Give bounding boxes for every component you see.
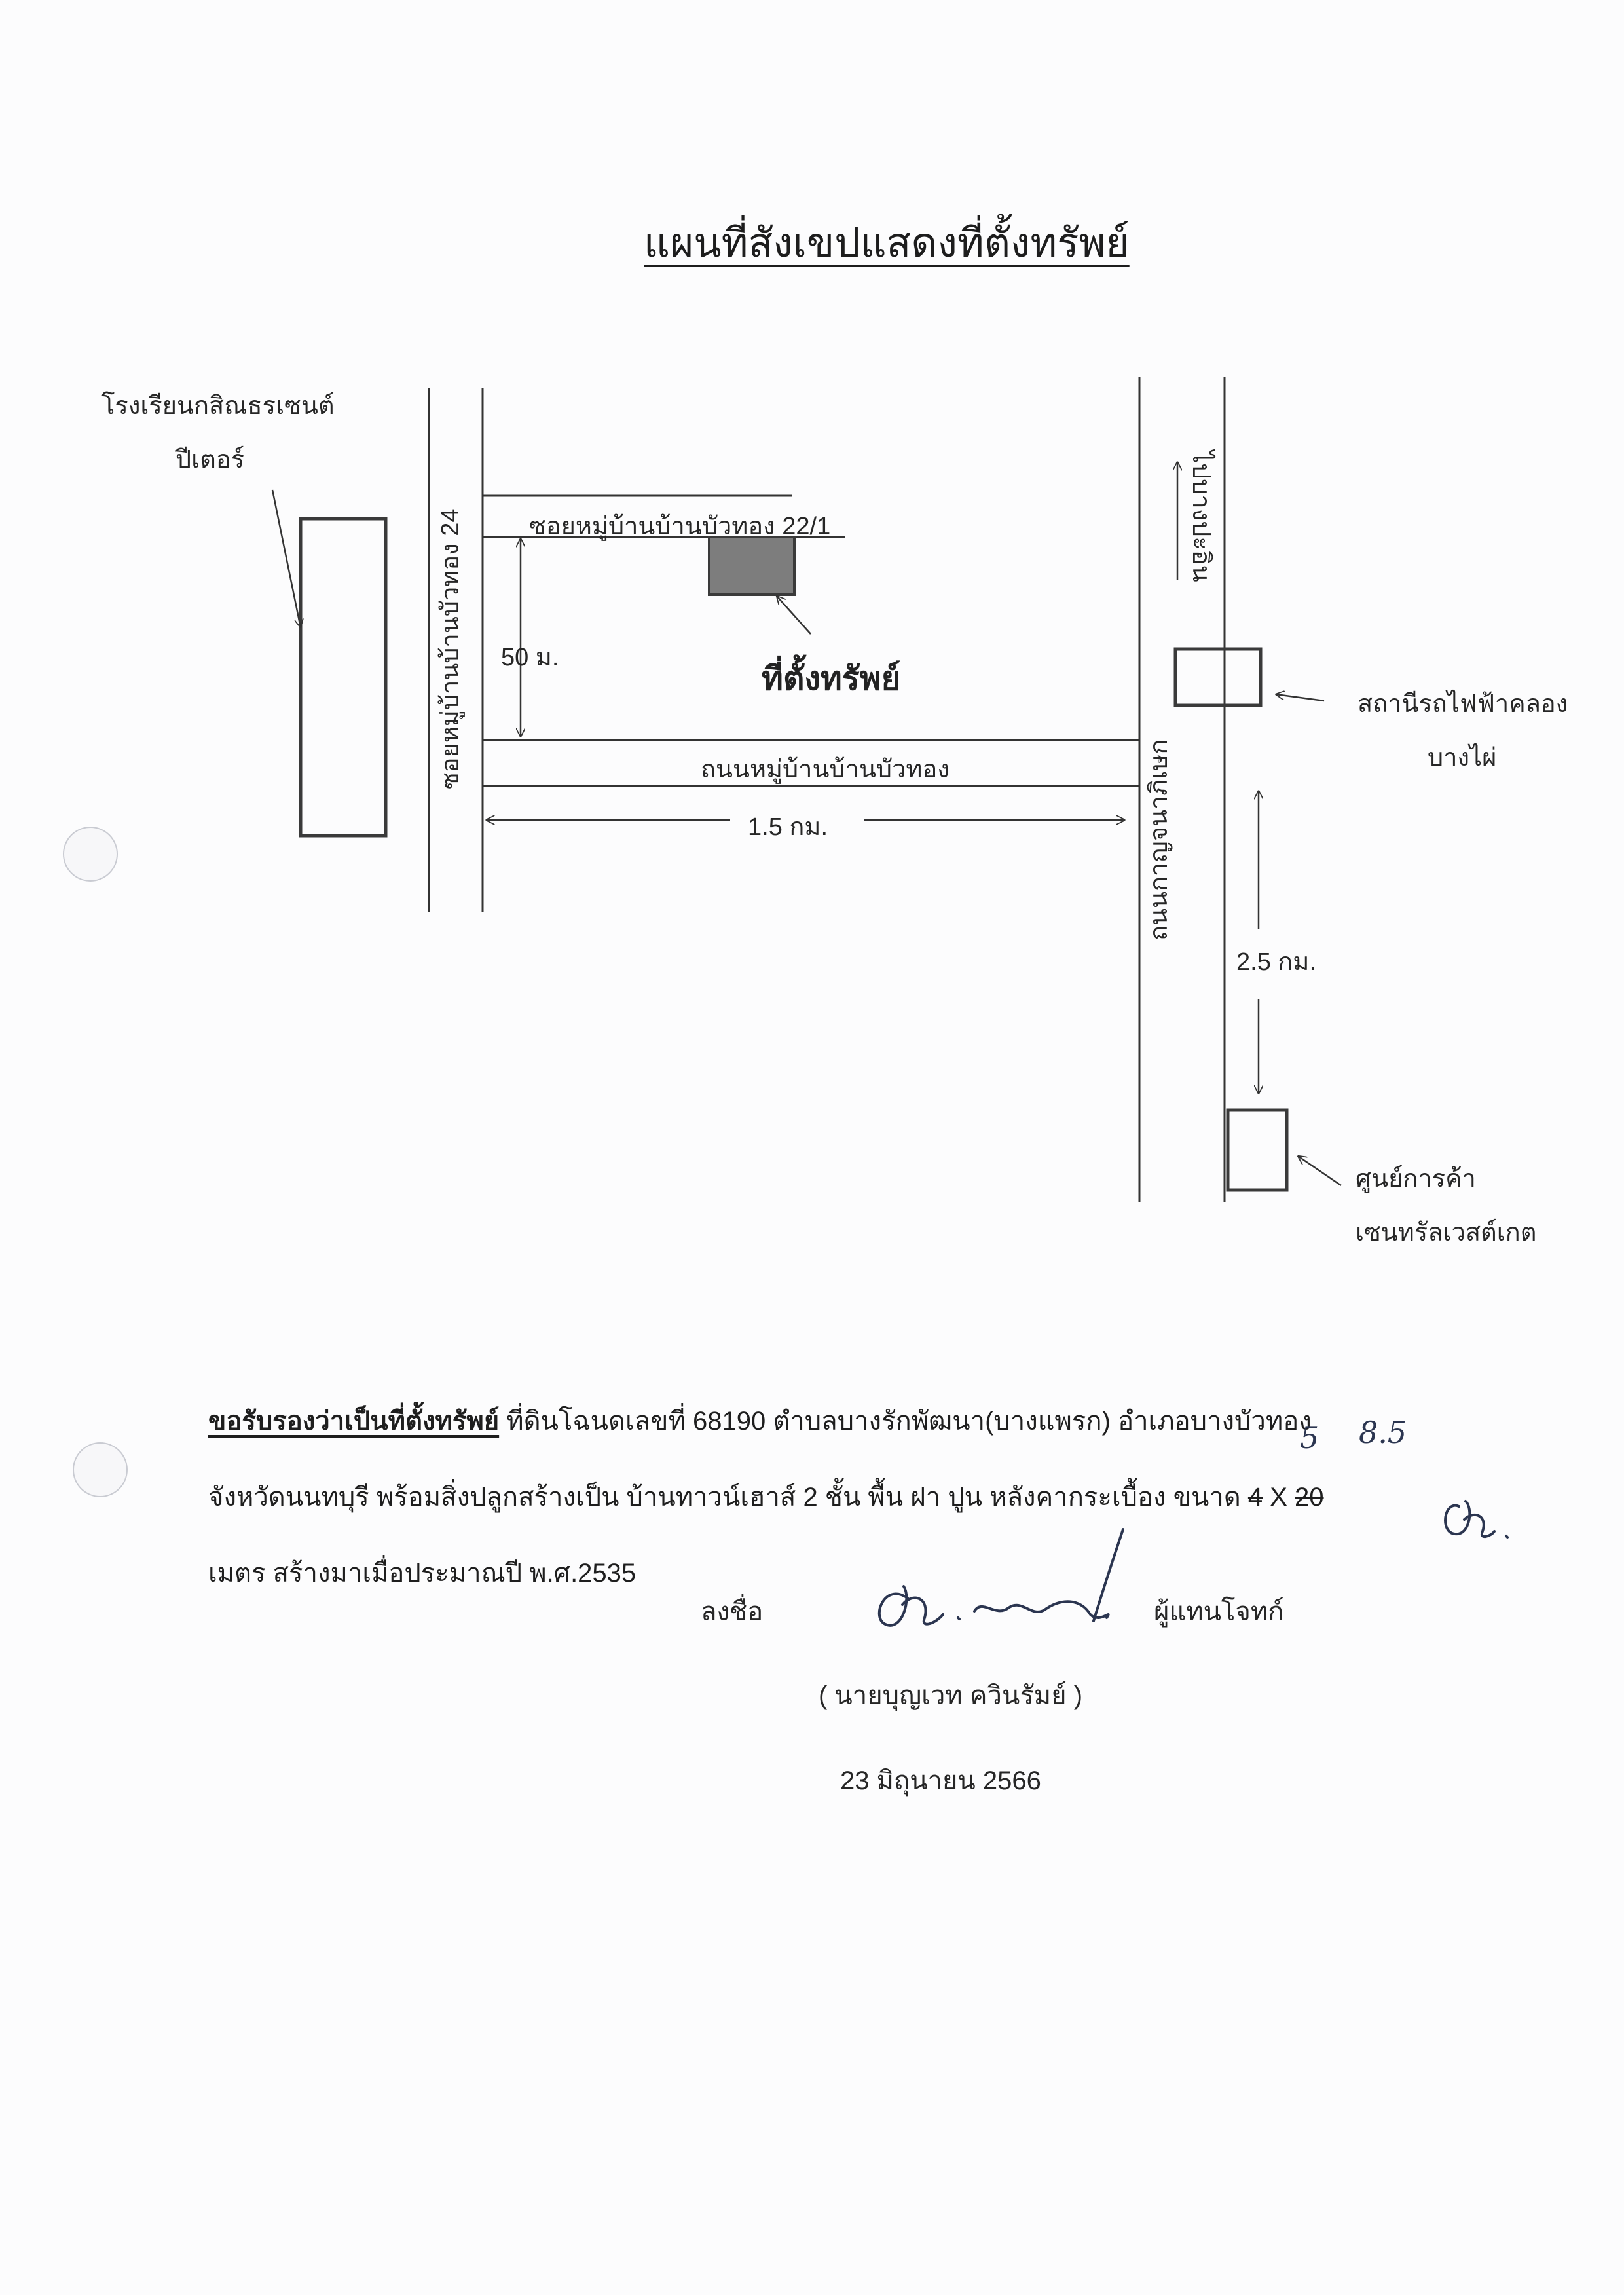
to-bang-pa-in-label: ไปบางปะอิน — [1187, 449, 1215, 582]
distance-2-5km-label: 2.5 กม. — [1236, 948, 1316, 976]
main-road-label: ถนนหมู่บ้านบ้านบัวทอง — [701, 756, 950, 783]
school-pointer-arrow — [271, 489, 301, 627]
station-label-line2: บางไผ่ — [1428, 744, 1497, 772]
handwritten-new-width: 5 — [1300, 1420, 1320, 1455]
signature-date: 23 มิถุนายน 2566 — [840, 1766, 1041, 1795]
signer-role: ผู้แทนโจทก์ — [1154, 1597, 1284, 1626]
distance-50m-label: 50 ม. — [501, 644, 559, 671]
certification-paragraph: ขอรับรองว่าเป็นที่ตั้งทรัพย์ ที่ดินโฉนดเ… — [208, 1383, 1439, 1611]
handwritten-initials — [1444, 1500, 1509, 1539]
hole-punch-lower — [73, 1442, 128, 1497]
property-pointer-arrow — [777, 596, 811, 635]
sign-label: ลงชื่อ — [701, 1597, 764, 1626]
size-times: X — [1263, 1483, 1295, 1512]
map-title: แผนที่สังเขปแสดงที่ตั้งทรัพย์ — [644, 221, 1130, 266]
mall-pointer-arrow — [1298, 1156, 1342, 1187]
soi-22-1-label: ซอยหมู่บ้านบ้านบัวทอง 22/1 — [529, 513, 831, 540]
mall-box — [1226, 1108, 1289, 1192]
mall-label-line2: เซนทรัลเวสต์เกต — [1356, 1219, 1537, 1246]
size-old-width: 4 — [1247, 1483, 1263, 1512]
property-box — [708, 536, 796, 596]
station-pointer-arrow — [1276, 694, 1325, 702]
distance-1-5km-label: 1.5 กม. — [748, 813, 828, 841]
handwritten-new-length: 8.5 — [1359, 1415, 1407, 1450]
school-box — [299, 517, 388, 838]
certification-line3: เมตร สร้างมาเมื่อประมาณปี พ.ศ.2535 — [208, 1559, 637, 1588]
kanchana-road-label: ถนนกาญจนาภิเษก — [1145, 739, 1173, 941]
certification-lead: ขอรับรองว่าเป็นที่ตั้งทรัพย์ — [208, 1407, 500, 1436]
station-box — [1173, 647, 1263, 707]
signer-name: ( นายบุญเวท ควินรัมย์ ) — [819, 1681, 1083, 1710]
mall-label-line1: ศูนย์การค้า — [1356, 1165, 1476, 1193]
hole-punch-upper — [63, 827, 118, 882]
size-old-length: 20 — [1295, 1483, 1324, 1512]
certification-line1: ที่ดินโฉนดเลขที่ 68190 ตำบลบางรักพัฒนา(บ… — [499, 1407, 1312, 1436]
station-label-line1: สถานีรถไฟฟ้าคลอง — [1357, 690, 1568, 718]
school-label-line1: โรงเรียนกสิณธรเซนต์ — [101, 392, 335, 420]
signature-scribble — [877, 1528, 1124, 1627]
property-label: ที่ตั้งทรัพย์ — [762, 660, 900, 697]
certification-line2: จังหวัดนนทบุรี พร้อมสิ่งปลูกสร้างเป็น บ้… — [208, 1483, 1248, 1512]
soi-24-label: ซอยหมู่บ้านบ้านบัวทอง 24 — [437, 508, 465, 789]
school-label-line2: ปีเตอร์ — [175, 446, 245, 474]
